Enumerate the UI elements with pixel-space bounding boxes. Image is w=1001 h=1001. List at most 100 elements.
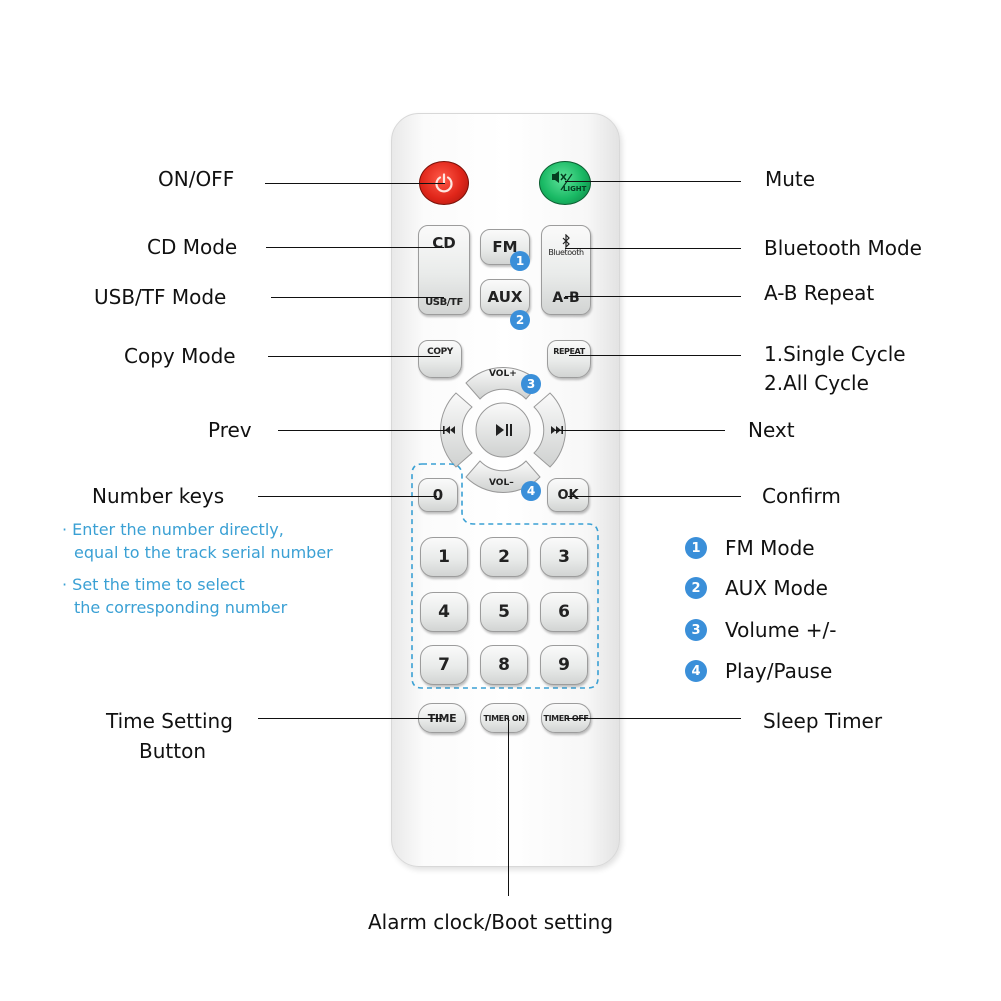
callout-line-ab: [565, 296, 741, 298]
label-mute: Mute: [765, 167, 816, 191]
bluetooth-label: Bluetooth: [548, 248, 584, 257]
badge-1-num: 1: [515, 254, 525, 268]
label-time-setting-button: Button: [139, 739, 206, 763]
bluetooth-icon: [562, 234, 570, 248]
digit-4-button[interactable]: 4: [420, 592, 468, 632]
mute-button[interactable]: LIGHT: [539, 161, 591, 205]
legend-item-fm: 1 FM Mode: [685, 536, 815, 560]
callout-line-time: [258, 718, 442, 720]
power-icon: [435, 173, 453, 193]
callout-line-copy: [268, 356, 440, 358]
legend-item-volume: 3 Volume +/-: [685, 618, 836, 642]
note-set-time-1: · Set the time to select: [62, 575, 245, 594]
legend-text: Play/Pause: [725, 659, 833, 683]
callout-line-sleep-timer: [566, 718, 741, 720]
callout-line-number-keys: [258, 496, 437, 498]
digit-5-button[interactable]: 5: [480, 592, 528, 632]
legend-badge: 3: [685, 619, 707, 641]
dpad-ring: [440, 367, 566, 493]
fm-label: FM: [492, 238, 518, 256]
legend-badge: 2: [685, 577, 707, 599]
zero-label: 0: [432, 486, 444, 504]
digit-label: 9: [558, 655, 570, 675]
cd-label: CD: [432, 234, 456, 252]
badge-3-num: 3: [526, 377, 536, 391]
digit-label: 3: [558, 547, 570, 567]
vol-down-segment[interactable]: [465, 460, 541, 493]
callout-line-confirm: [568, 496, 741, 498]
repeat-button[interactable]: REPEAT: [547, 340, 591, 378]
cd-usb-button[interactable]: CD USB/TF: [418, 225, 470, 315]
digit-label: 7: [438, 655, 450, 675]
digit-label: 4: [438, 602, 450, 622]
digit-7-button[interactable]: 7: [420, 645, 468, 685]
digit-label: 8: [498, 655, 510, 675]
time-label: TIME: [427, 711, 457, 725]
digit-label: 2: [498, 547, 510, 567]
digit-label: 1: [438, 547, 450, 567]
ok-button[interactable]: OK: [547, 478, 589, 512]
callout-line-bluetooth: [565, 248, 741, 250]
slash-icon: [560, 173, 573, 191]
label-time-setting: Time Setting: [106, 709, 233, 733]
label-all-cycle: 2.All Cycle: [764, 371, 869, 395]
digit-8-button[interactable]: 8: [480, 645, 528, 685]
legend-text: Volume +/-: [725, 618, 837, 642]
vol-plus-label: VOL+: [489, 369, 517, 379]
digit-1-button[interactable]: 1: [420, 537, 468, 577]
label-number-keys: Number keys: [92, 484, 225, 508]
speaker-mute-icon: [552, 171, 567, 183]
prev-segment[interactable]: [440, 392, 473, 468]
badge-3: 3: [521, 374, 541, 394]
digit-label: 6: [558, 602, 570, 622]
bluetooth-ab-button[interactable]: Bluetooth A-B: [541, 225, 591, 315]
badge-2-num: 2: [515, 313, 525, 327]
callout-line-next: [555, 430, 725, 432]
digit-2-button[interactable]: 2: [480, 537, 528, 577]
aux-label: AUX: [487, 288, 523, 306]
usb-tf-label: USB/TF: [425, 297, 463, 308]
label-sleep-timer: Sleep Timer: [763, 709, 883, 733]
zero-button[interactable]: 0: [418, 478, 458, 512]
vol-minus-label: VOL–: [489, 478, 514, 488]
legend-text: AUX Mode: [725, 576, 828, 600]
number-keys-outline: [411, 463, 599, 689]
timer-on-label: TIMER ON: [483, 713, 525, 723]
repeat-label: REPEAT: [553, 347, 585, 356]
aux-button[interactable]: AUX: [480, 279, 530, 315]
legend-badge: 1: [685, 537, 707, 559]
callout-line-mute: [565, 181, 741, 183]
label-usb-tf-mode: USB/TF Mode: [94, 285, 227, 309]
label-cd-mode: CD Mode: [147, 235, 238, 259]
badge-2: 2: [510, 310, 530, 330]
digit-6-button[interactable]: 6: [540, 592, 588, 632]
note-enter-number-2: equal to the track serial number: [74, 543, 333, 562]
legend-text: FM Mode: [725, 536, 815, 560]
label-bluetooth-mode: Bluetooth Mode: [764, 236, 922, 260]
timer-on-button[interactable]: TIMER ON: [480, 703, 528, 733]
digit-9-button[interactable]: 9: [540, 645, 588, 685]
badge-4: 4: [521, 481, 541, 501]
play-pause-icon: [496, 424, 512, 436]
next-segment[interactable]: [533, 392, 566, 468]
copy-button[interactable]: COPY: [418, 340, 462, 378]
callout-line-cd: [266, 247, 444, 249]
note-set-time-2: the corresponding number: [74, 598, 288, 617]
badge-1: 1: [510, 251, 530, 271]
callout-line-prev: [278, 430, 447, 432]
label-single-cycle: 1.Single Cycle: [764, 342, 906, 366]
legend-item-play-pause: 4 Play/Pause: [685, 659, 832, 683]
badge-4-num: 4: [526, 484, 536, 498]
ok-label: OK: [557, 487, 579, 503]
label-on-off: ON/OFF: [158, 167, 235, 191]
ab-label: A-B: [552, 290, 580, 306]
callout-line-on-off: [265, 183, 445, 185]
label-next: Next: [748, 418, 795, 442]
legend-badge: 4: [685, 660, 707, 682]
light-label: LIGHT: [563, 185, 587, 193]
label-prev: Prev: [208, 418, 252, 442]
label-ab-repeat: A-B Repeat: [764, 281, 875, 305]
label-confirm: Confirm: [762, 484, 841, 508]
digit-3-button[interactable]: 3: [540, 537, 588, 577]
